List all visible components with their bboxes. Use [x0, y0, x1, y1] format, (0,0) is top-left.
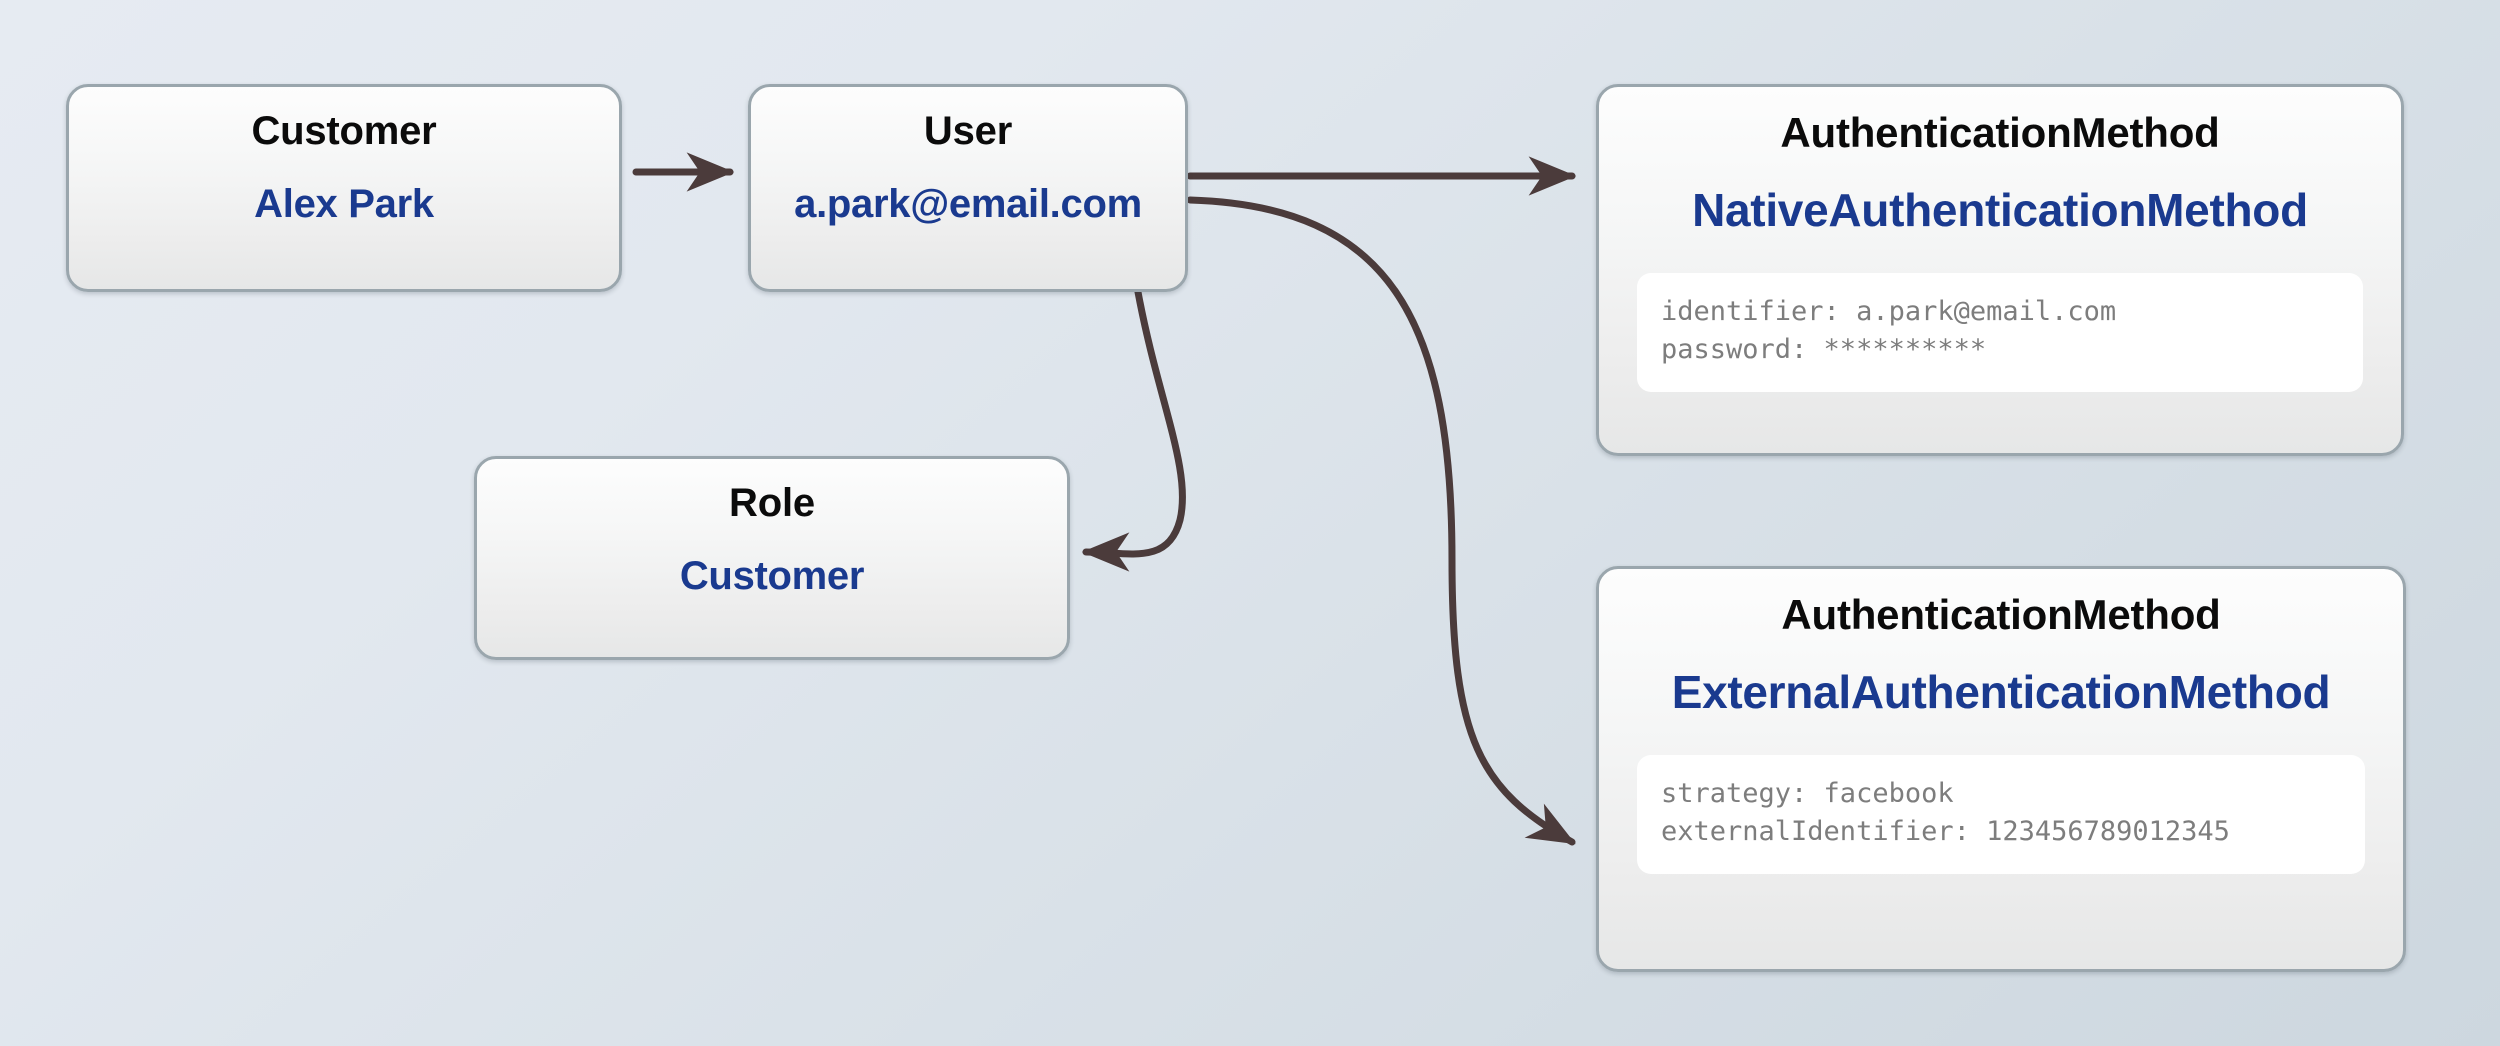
- attribute-line: password: **********: [1661, 334, 1987, 366]
- node-customer[interactable]: Customer Alex Park: [66, 84, 622, 292]
- node-user-type: User: [923, 109, 1013, 153]
- attribute-line: strategy: facebook: [1661, 778, 1954, 809]
- node-customer-type: Customer: [251, 109, 437, 153]
- node-user[interactable]: User a.park@email.com: [748, 84, 1188, 292]
- node-external-auth-value: ExternalAuthenticationMethod: [1671, 666, 2331, 718]
- node-role[interactable]: Role Customer: [474, 456, 1070, 660]
- attribute-line: identifier: a.park@email.com: [1661, 296, 2117, 327]
- node-role-value: Customer: [679, 554, 865, 598]
- node-native-auth-attributes: identifier: a.park@email.com password: *…: [1637, 273, 2363, 392]
- node-external-auth-type: AuthenticationMethod: [1781, 591, 2221, 638]
- node-external-auth-attributes: strategy: facebook externalIdentifier: 1…: [1637, 755, 2365, 874]
- edge-user-to-external-auth: [1186, 196, 1576, 846]
- node-role-type: Role: [729, 481, 815, 525]
- node-customer-value: Alex Park: [254, 182, 434, 226]
- node-external-authentication-method[interactable]: AuthenticationMethod ExternalAuthenticat…: [1596, 566, 2406, 972]
- node-user-value: a.park@email.com: [794, 182, 1142, 226]
- attribute-line: externalIdentifier: 123456789012345: [1661, 816, 2230, 848]
- node-native-auth-type: AuthenticationMethod: [1780, 109, 2220, 156]
- node-native-auth-value: NativeAuthenticationMethod: [1692, 184, 2308, 236]
- edge-user-to-role: [1081, 288, 1186, 572]
- node-native-authentication-method[interactable]: AuthenticationMethod NativeAuthenticatio…: [1596, 84, 2404, 456]
